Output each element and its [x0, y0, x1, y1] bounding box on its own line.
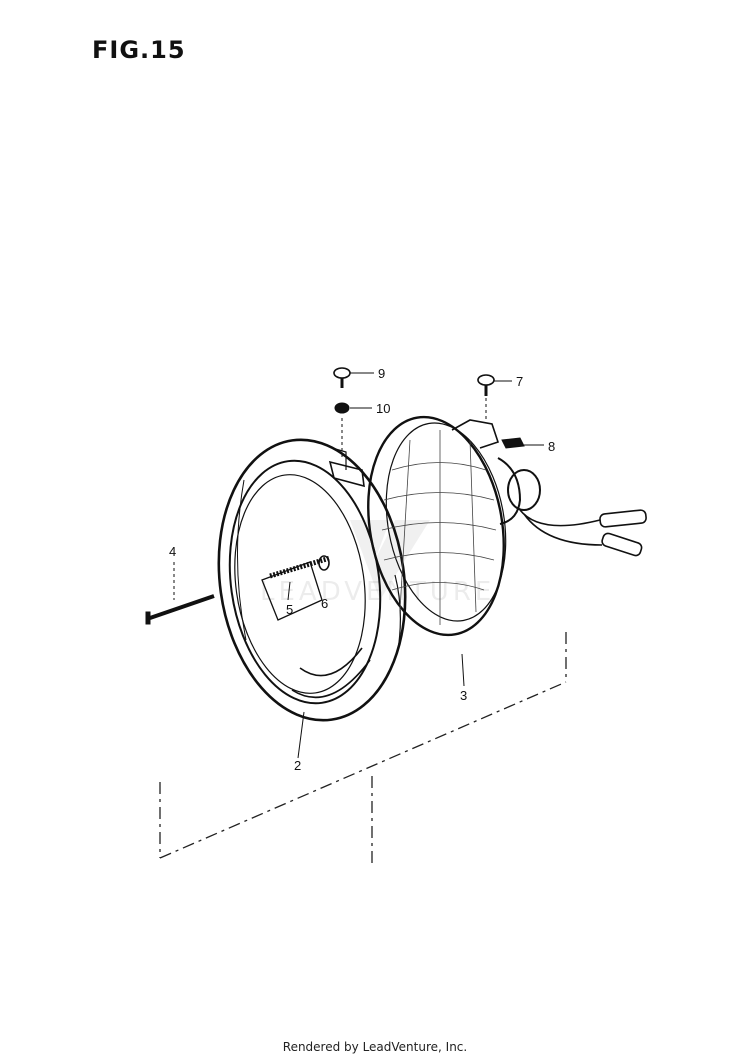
part-adjusting-screw-long [145, 594, 215, 625]
callout-9: 9 [378, 366, 385, 381]
callout-7: 7 [516, 374, 523, 389]
footer-credit: Rendered by LeadVenture, Inc. [282, 1040, 468, 1054]
part-screw-7 [477, 374, 495, 396]
callout-10: 10 [376, 401, 390, 416]
part-nut-6 [318, 555, 330, 571]
callout-8: 8 [548, 439, 555, 454]
callout-5: 5 [286, 602, 293, 617]
assembly-bracket [159, 632, 567, 866]
part-clip-8 [501, 437, 525, 449]
part-sealed-beam-unit [367, 415, 541, 637]
leader-lines [173, 372, 544, 759]
watermark: LEADVENTURE [260, 520, 495, 607]
watermark-text: LEADVENTURE [260, 577, 495, 607]
callout-3: 3 [460, 688, 467, 703]
callout-6: 6 [321, 596, 328, 611]
figure-title: FIG.15 [92, 36, 186, 64]
wiring-harness [519, 509, 647, 557]
callout-2: 2 [294, 758, 301, 773]
part-screw-9 [333, 367, 351, 388]
callout-4: 4 [169, 544, 176, 559]
watermark-logo-icon [350, 520, 430, 600]
part-nut-10 [334, 402, 350, 414]
